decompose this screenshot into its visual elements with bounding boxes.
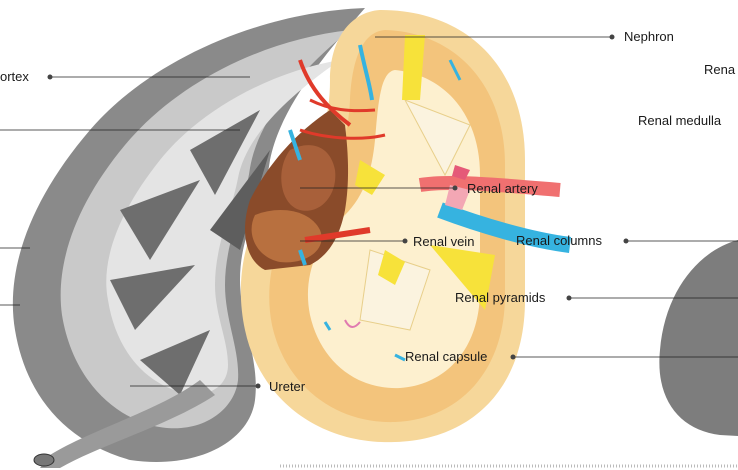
label-renal-columns: Renal columns xyxy=(516,233,602,248)
label-renal-pyramids: Renal pyramids xyxy=(455,290,546,305)
gray-kidney-section xyxy=(12,8,365,468)
colored-kidney-section xyxy=(240,10,572,443)
label-renal-vein: Renal vein xyxy=(413,234,475,249)
label-renal-capsule: Renal capsule xyxy=(405,349,488,364)
label-renal-cortex-left: ortex xyxy=(0,69,29,84)
label-renal-artery: Renal artery xyxy=(467,181,538,196)
label-nephron: Nephron xyxy=(624,29,674,44)
leader-lines xyxy=(0,34,738,389)
label-renal-cortex-right: Rena xyxy=(704,62,736,77)
label-renal-medulla: Renal medulla xyxy=(638,113,722,128)
right-kidney-shape xyxy=(659,240,738,436)
label-ureter: Ureter xyxy=(269,379,306,394)
